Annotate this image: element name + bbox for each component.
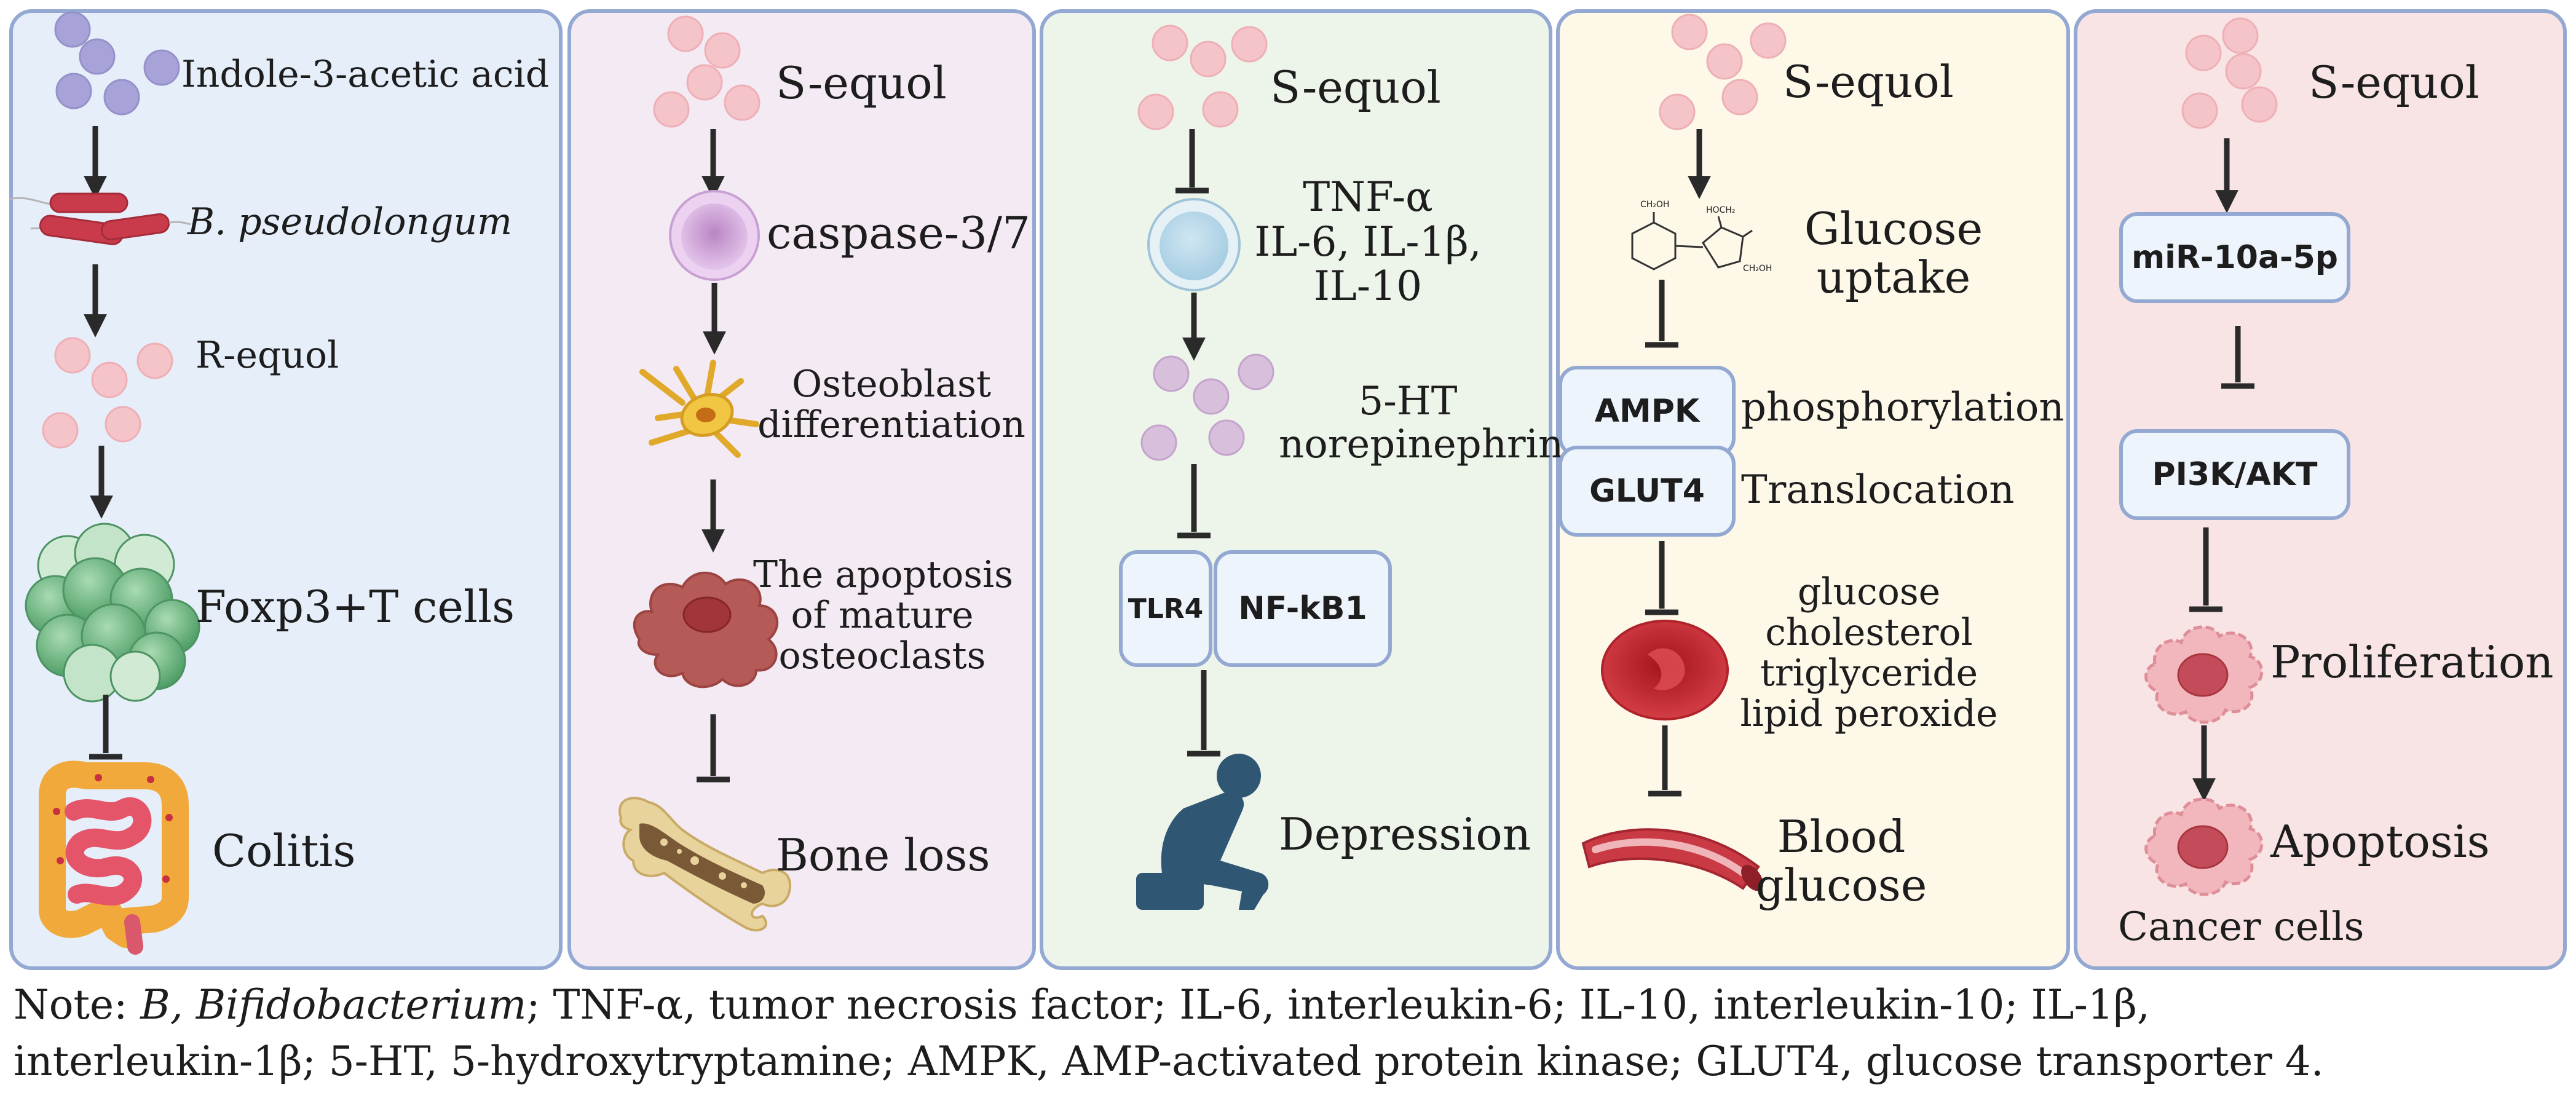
glut4-box: GLUT4 <box>1559 446 1736 537</box>
ampk-box: AMPK <box>1559 366 1736 457</box>
blood-glucose-line2: glucose <box>1755 859 1927 912</box>
chem-ch2oh-b: CH₂OH <box>1743 264 1772 274</box>
blood-glucose-label: Blood glucose <box>1749 811 1934 912</box>
note-prefix: Note: <box>14 981 141 1028</box>
lipids-label: glucose cholesterol triglyceride lipid p… <box>1734 572 2004 734</box>
blood-glucose-line1: Blood <box>1777 811 1906 862</box>
blood-vessel-icon <box>1581 828 1763 891</box>
mir-box: miR-10a-5p <box>2119 212 2350 303</box>
apoptosis-osteoclasts-label: The apoptosis of mature osteoclasts <box>753 553 1013 677</box>
cancer-cell-apoptosis-icon <box>2144 797 2264 896</box>
glucose-uptake-label: Glucose uptake <box>1777 203 2010 304</box>
lipids-line3: triglyceride <box>1760 652 1978 695</box>
s-equol-label: S-equol <box>776 57 947 109</box>
tnf-label: TNF-α <box>1303 173 1433 221</box>
lipids-line1: glucose <box>1797 570 1941 614</box>
s-equol-molecules-icon <box>1137 25 1268 130</box>
panel-glucose <box>1556 9 2070 970</box>
sucrose-structure-icon <box>1631 212 1753 270</box>
bacteria-abbr: B. <box>188 200 227 243</box>
neurotransmitters-label: 5-HT norepinephrine <box>1279 379 1587 468</box>
phosphorylation-label: phosphorylation <box>1741 385 2064 430</box>
norepinephrine-label: norepinephrine <box>1279 422 1587 468</box>
depression-label: Depression <box>1279 808 1531 860</box>
indole-molecules-icon <box>54 11 180 116</box>
depressed-person-icon <box>1136 754 1269 910</box>
lipids-line2: cholesterol <box>1765 611 1973 654</box>
cancer-cell-proliferating-icon <box>2144 625 2264 724</box>
s-equol-molecules-icon <box>653 15 761 128</box>
bone-loss-label: Bone loss <box>776 829 990 881</box>
osteoblast-line1: Osteoblast <box>792 363 991 406</box>
osteoblast-label: Osteoblast differentiation <box>756 364 1027 445</box>
t-cells-icon <box>25 523 200 703</box>
chem-ch2oh-a: CH₂OH <box>1640 200 1670 210</box>
caspase-label: caspase-3/7 <box>767 207 1030 259</box>
note-line-2: interleukin-1β; 5-HT, 5-hydroxytryptamin… <box>14 1038 2324 1085</box>
note-line1-rest: ; TNF-α, tumor necrosis factor; IL-6, in… <box>526 981 2150 1028</box>
colon-icon <box>39 760 189 955</box>
s-equol-molecules-icon <box>1659 14 1787 130</box>
tlr4-box: TLR4 <box>1119 550 1212 667</box>
s-equol-label: S-equol <box>2309 57 2479 108</box>
glucose-uptake-line2: uptake <box>1816 251 1971 304</box>
bone-icon <box>618 797 792 932</box>
bacteria-label: B. pseudolongum <box>188 202 512 242</box>
apoptosis-line2: of mature <box>791 594 974 637</box>
osteoclast-icon <box>633 571 779 689</box>
translocation-label: Translocation <box>1741 467 2015 513</box>
s-equol-molecules-icon <box>2181 17 2278 129</box>
apoptosis-line1: The apoptosis <box>753 553 1013 596</box>
pi3k-akt-box: PI3K/AKT <box>2119 429 2350 520</box>
apoptosis-label: Apoptosis <box>2270 816 2490 867</box>
il10-label: IL-10 <box>1313 262 1423 310</box>
osteoblast-icon <box>639 360 759 458</box>
colitis-label: Colitis <box>212 825 356 877</box>
glucose-uptake-line1: Glucose <box>1804 203 1983 255</box>
panel-colitis <box>9 9 563 970</box>
neurotransmitter-molecules-icon <box>1140 353 1274 461</box>
ht-label: 5-HT <box>1358 379 1458 424</box>
r-equol-label: R-equol <box>196 334 339 377</box>
chem-hoch2: HOCH₂ <box>1706 205 1736 215</box>
il-label: IL-6, IL-1β, <box>1254 218 1482 266</box>
nfkb1-box: NF-kB1 <box>1214 550 1392 667</box>
cancer-cells-label: Cancer cells <box>2118 904 2365 950</box>
bacteria-species: pseudolongum <box>238 200 513 243</box>
note-line-1: Note: B, Bifidobacterium; TNF-α, tumor n… <box>14 981 2150 1028</box>
s-equol-label: S-equol <box>1783 56 1954 108</box>
apoptosis-line3: osteoclasts <box>778 634 986 677</box>
r-equol-molecules-icon <box>42 337 173 449</box>
red-blood-cell-icon <box>1601 620 1729 720</box>
indole-label: Indole-3-acetic acid <box>181 53 550 96</box>
caspase-cell-icon <box>669 190 760 281</box>
note-bifidobacterium: Bifidobacterium <box>196 981 527 1028</box>
osteoblast-line2: differentiation <box>757 403 1025 446</box>
immune-cell-icon <box>1147 198 1241 291</box>
t-cells-label: Foxp3+T cells <box>196 581 515 633</box>
bacteria-icon <box>9 192 191 245</box>
s-equol-label: S-equol <box>1270 61 1441 113</box>
cytokines-label: TNF-α IL-6, IL-1β, IL-10 <box>1239 175 1497 309</box>
proliferation-label: Proliferation <box>2270 636 2554 688</box>
note-b-abbr: B, <box>140 981 183 1028</box>
lipids-line4: lipid peroxide <box>1740 692 1998 735</box>
